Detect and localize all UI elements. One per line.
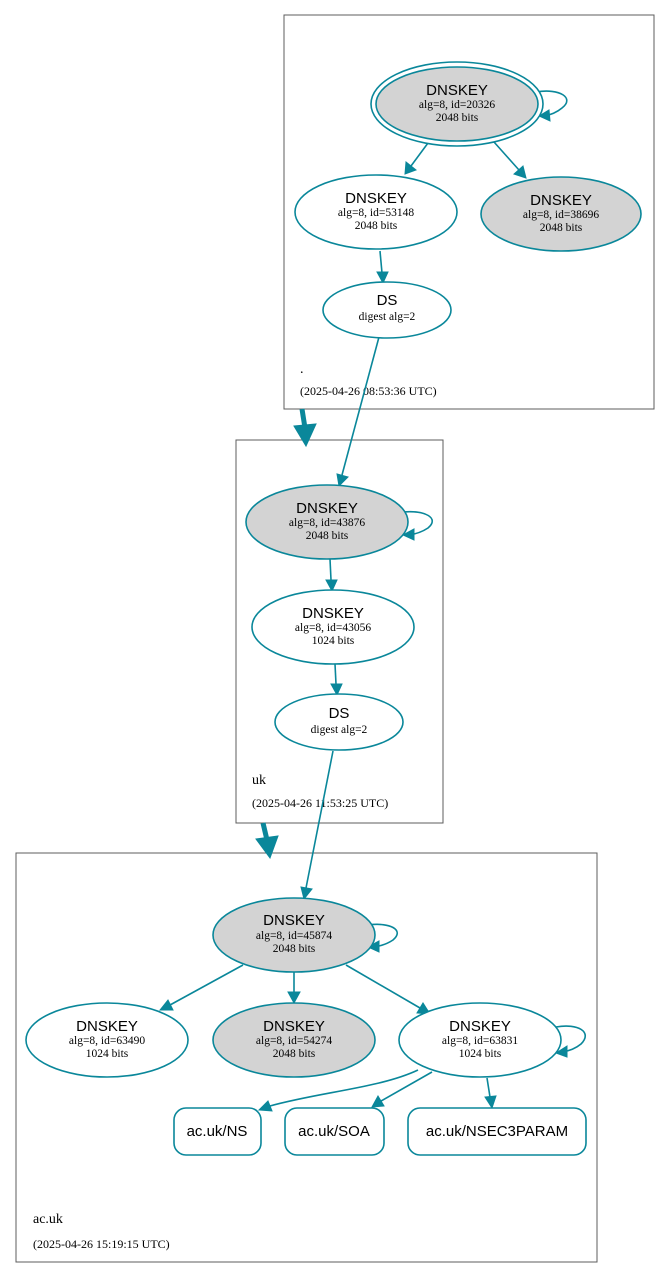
node-title: DNSKEY: [263, 912, 325, 929]
edge-uk-ksk-to-zsk: [325, 558, 338, 593]
zone-name: uk: [252, 773, 266, 788]
node-key-size: 1024 bits: [459, 1048, 502, 1060]
node-key-size: 1024 bits: [312, 635, 355, 647]
node-algorithm-id: alg=8, id=63490: [69, 1035, 145, 1047]
ds-node-uk[interactable]: DS digest alg=2: [274, 693, 404, 751]
node-shape: [375, 66, 539, 142]
node-title: DNSKEY: [345, 190, 407, 207]
delegation-arrow: [293, 408, 317, 448]
dnskey-node-54274[interactable]: DNSKEY alg=8, id=54274 2048 bits: [212, 1002, 376, 1078]
dnskey-node-45874[interactable]: DNSKEY alg=8, id=45874 2048 bits: [212, 897, 376, 973]
zone-name: ac.uk: [33, 1212, 63, 1227]
node-shape: [245, 484, 409, 560]
node-title: DNSKEY: [76, 1018, 138, 1035]
node-title: DS: [377, 292, 398, 309]
edge-acuk-key3-to-ns: [257, 1069, 419, 1112]
dnskey-node-20326[interactable]: DNSKEY alg=8, id=20326 2048 bits: [370, 61, 544, 147]
node-shape: [480, 176, 642, 252]
node-shape: [284, 1107, 385, 1156]
node-shape: [212, 897, 376, 973]
node-shape: [274, 693, 404, 751]
zone-box: [235, 439, 444, 824]
edge-root-ksk-to-zsk1: [404, 142, 429, 175]
node-key-size: 2048 bits: [540, 222, 583, 234]
node-algorithm-id: alg=8, id=45874: [256, 930, 332, 942]
dnskey-node-63831[interactable]: DNSKEY alg=8, id=63831 1024 bits: [398, 1002, 562, 1078]
node-title: DNSKEY: [449, 1018, 511, 1035]
edge-acuk-ksk-to-key2: [287, 972, 301, 1005]
node-algorithm-id: alg=8, id=43876: [289, 517, 365, 529]
self-signature-loop: [554, 1025, 587, 1058]
edge-uk-ds-to-acuk-ksk: [300, 750, 334, 901]
node-shape: [398, 1002, 562, 1078]
node-algorithm-id: alg=8, id=63831: [442, 1035, 518, 1047]
node-shape: [173, 1107, 262, 1156]
zone-uk: uk (2025-04-26 11:53:25 UTC): [235, 439, 444, 824]
zone-timestamp: (2025-04-26 11:53:25 UTC): [252, 796, 388, 810]
dnskey-node-53148[interactable]: DNSKEY alg=8, id=53148 2048 bits: [294, 174, 458, 250]
node-shape: [407, 1107, 587, 1156]
node-title: DNSKEY: [302, 605, 364, 622]
zone-timestamp: (2025-04-26 08:53:36 UTC): [300, 384, 437, 398]
node-shape: [322, 281, 452, 339]
edge-root-ksk-to-zsk2: [493, 141, 527, 179]
self-signature-loop: [535, 90, 568, 122]
edge-acuk-key3-to-soa: [371, 1071, 433, 1108]
edge-acuk-key3-to-nsec3param: [484, 1077, 497, 1110]
node-key-size: 1024 bits: [86, 1048, 129, 1060]
zone-timestamp: (2025-04-26 15:19:15 UTC): [33, 1237, 170, 1251]
node-shape: [294, 174, 458, 250]
zone-name: .: [300, 362, 304, 377]
rrset-node-ns[interactable]: ac.uk/NS: [173, 1107, 262, 1156]
edge-root-zsk1-to-ds: [376, 250, 389, 285]
node-key-size: 2048 bits: [306, 530, 349, 542]
node-title: DNSKEY: [426, 82, 488, 99]
rrset-node-nsec3param[interactable]: ac.uk/NSEC3PARAM: [407, 1107, 587, 1156]
edge-acuk-ksk-to-key3: [345, 964, 431, 1015]
zone-root: . (2025-04-26 08:53:36 UTC): [283, 14, 655, 410]
node-shape: [251, 589, 415, 665]
node-key-size: 2048 bits: [436, 112, 479, 124]
node-title: DNSKEY: [263, 1018, 325, 1035]
rrset-label: ac.uk/NS: [187, 1123, 248, 1140]
delegation-arrow: [255, 822, 279, 860]
node-title: DNSKEY: [530, 192, 592, 209]
node-key-size: 2048 bits: [273, 943, 316, 955]
edge-root-ds-to-uk-ksk: [336, 336, 380, 488]
node-key-size: 2048 bits: [273, 1048, 316, 1060]
node-algorithm-id: alg=8, id=38696: [523, 209, 599, 221]
node-algorithm-id: alg=8, id=53148: [338, 207, 414, 219]
node-title: DNSKEY: [296, 500, 358, 517]
dnskey-node-63490[interactable]: DNSKEY alg=8, id=63490 1024 bits: [25, 1002, 189, 1078]
dnskey-node-43876[interactable]: DNSKEY alg=8, id=43876 2048 bits: [245, 484, 409, 560]
node-digest-alg: digest alg=2: [359, 311, 416, 323]
zone-box: [283, 14, 655, 410]
node-algorithm-id: alg=8, id=20326: [419, 99, 495, 111]
node-title: DS: [329, 705, 350, 722]
zone-box: [15, 852, 598, 1263]
rrset-label: ac.uk/SOA: [298, 1123, 370, 1140]
dnskey-node-43056[interactable]: DNSKEY alg=8, id=43056 1024 bits: [251, 589, 415, 665]
edge-uk-zsk-to-ds: [330, 663, 343, 697]
ds-node-root[interactable]: DS digest alg=2: [322, 281, 452, 339]
edge-acuk-ksk-to-key1: [158, 964, 244, 1011]
node-digest-alg: digest alg=2: [311, 724, 368, 736]
node-shape: [25, 1002, 189, 1078]
node-key-size: 2048 bits: [355, 220, 398, 232]
node-algorithm-id: alg=8, id=43056: [295, 622, 371, 634]
node-shape: [212, 1002, 376, 1078]
rrset-node-soa[interactable]: ac.uk/SOA: [284, 1107, 385, 1156]
zone-ac-uk: ac.uk (2025-04-26 15:19:15 UTC): [15, 852, 598, 1263]
self-signature-loop: [401, 510, 434, 541]
dnskey-node-38696[interactable]: DNSKEY alg=8, id=38696 2048 bits: [480, 176, 642, 252]
rrset-label: ac.uk/NSEC3PARAM: [426, 1123, 568, 1140]
node-algorithm-id: alg=8, id=54274: [256, 1035, 332, 1047]
